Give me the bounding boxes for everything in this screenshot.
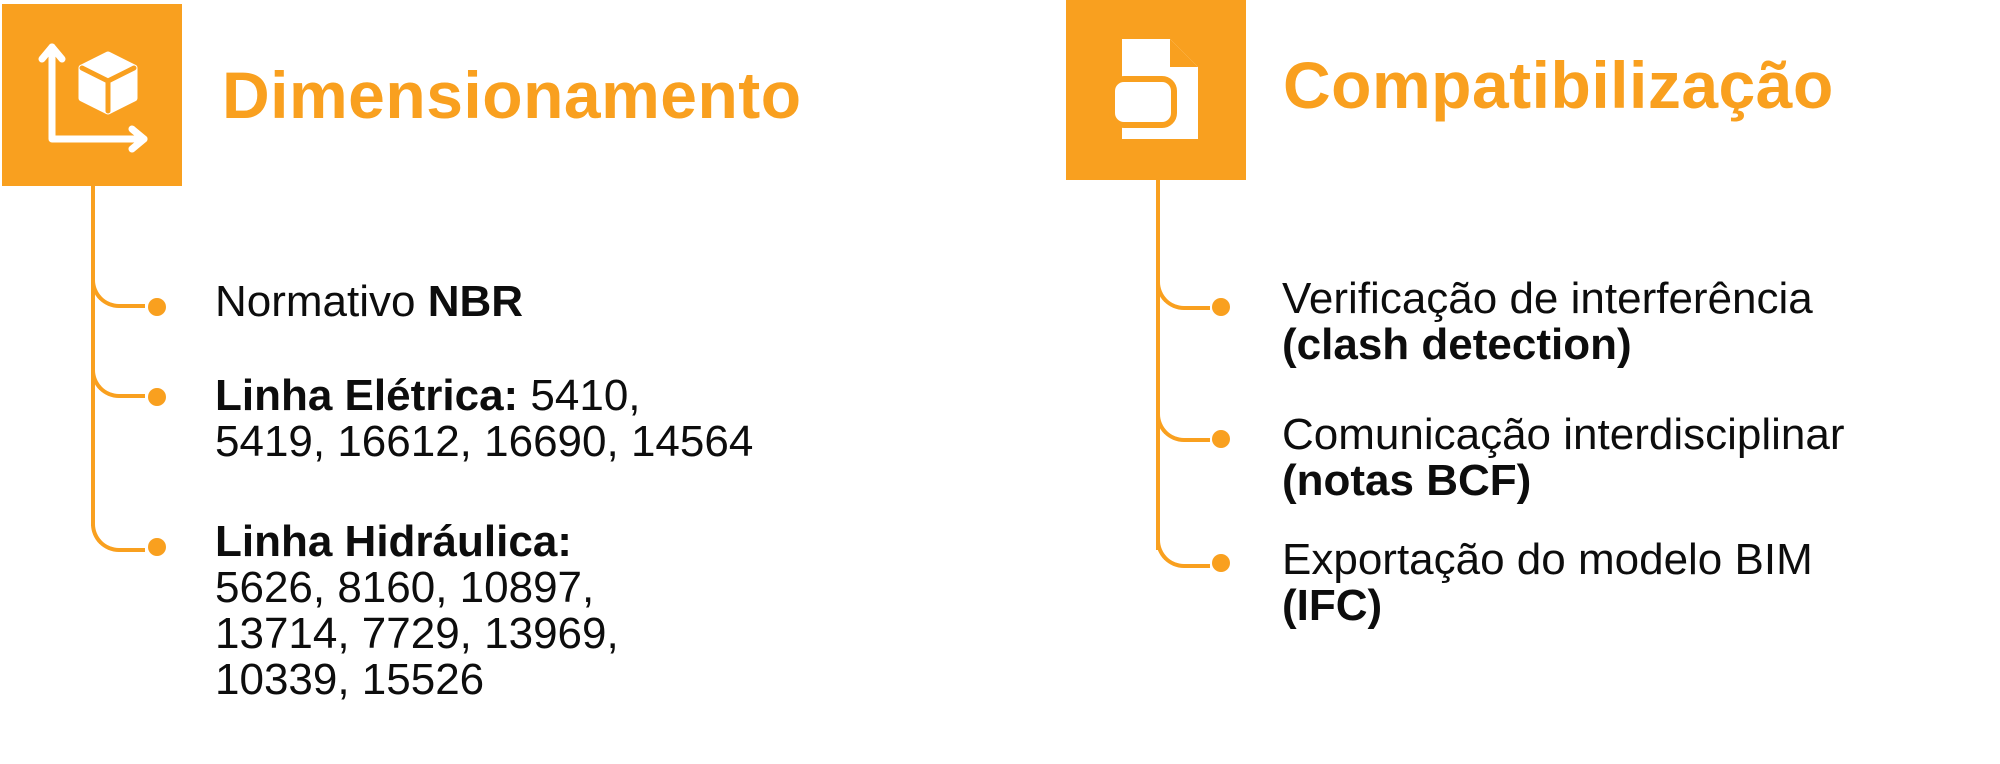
item-text: Exportação do modelo BIM bbox=[1282, 535, 1813, 584]
tree-line bbox=[1156, 180, 1160, 550]
section-title: Dimensionamento bbox=[222, 58, 802, 132]
tree-branch bbox=[91, 272, 145, 308]
document-icon bbox=[1066, 0, 1246, 180]
bullet-dot bbox=[148, 388, 166, 406]
bullet-dot bbox=[1212, 430, 1230, 448]
item-text: Normativo bbox=[215, 277, 428, 326]
list-item: Verificação de interferência (clash dete… bbox=[1282, 276, 1813, 368]
item-bold-text: Linha Hidráulica: bbox=[215, 517, 572, 566]
compatibilizacao-section: Compatibilização Verificação de interfer… bbox=[1000, 0, 2000, 764]
item-bold-text: (notas BCF) bbox=[1282, 456, 1532, 505]
section-title: Compatibilização bbox=[1283, 48, 1834, 122]
bullet-dot bbox=[1212, 298, 1230, 316]
item-text: 5410, bbox=[518, 371, 641, 420]
item-bold-text: Linha Elétrica: bbox=[215, 371, 519, 420]
tree-branch bbox=[1156, 530, 1210, 568]
tree-line bbox=[91, 186, 95, 526]
list-item: Linha Hidráulica: 5626, 8160, 10897, 137… bbox=[215, 519, 619, 703]
3d-axis-cube-icon bbox=[2, 4, 182, 186]
bullet-dot bbox=[148, 538, 166, 556]
tree-branch bbox=[1156, 274, 1210, 310]
item-text: 13714, 7729, 13969, bbox=[215, 609, 619, 658]
tree-branch bbox=[91, 362, 145, 398]
item-bold-text: (clash detection) bbox=[1282, 320, 1632, 369]
item-text: 5626, 8160, 10897, bbox=[215, 563, 595, 612]
tree-branch bbox=[91, 512, 145, 552]
item-text: Comunicação interdisciplinar bbox=[1282, 410, 1845, 459]
list-item: Exportação do modelo BIM (IFC) bbox=[1282, 537, 1813, 629]
item-bold-text: (IFC) bbox=[1282, 581, 1383, 630]
item-bold-text: NBR bbox=[427, 277, 524, 326]
bullet-dot bbox=[148, 298, 166, 316]
item-text: Verificação de interferência bbox=[1282, 274, 1813, 323]
dimensionamento-section: Dimensionamento Normativo NBR Linha Elét… bbox=[0, 0, 802, 764]
list-item: Comunicação interdisciplinar (notas BCF) bbox=[1282, 412, 1844, 504]
list-item: Linha Elétrica: 5410, 5419, 16612, 16690… bbox=[215, 373, 753, 465]
list-item: Normativo NBR bbox=[215, 279, 523, 325]
tree-branch bbox=[1156, 406, 1210, 442]
bullet-dot bbox=[1212, 554, 1230, 572]
item-text: 10339, 15526 bbox=[215, 655, 485, 704]
item-text: 5419, 16612, 16690, 14564 bbox=[215, 417, 754, 466]
